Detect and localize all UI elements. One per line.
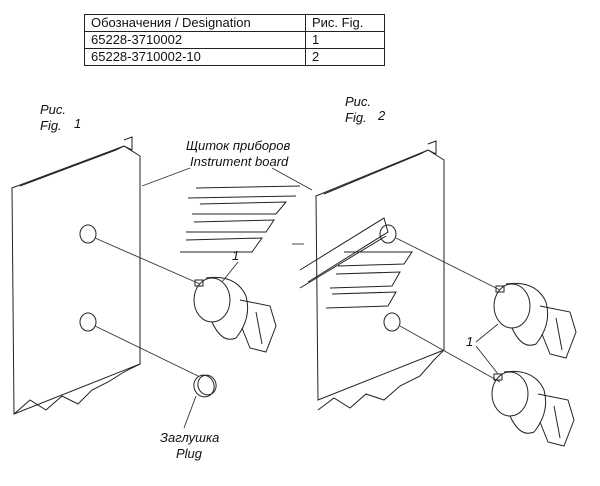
fig1-panel-edge xyxy=(123,136,133,150)
fig1-label-ru: Рис. xyxy=(40,102,66,117)
arrow-graphic xyxy=(180,185,413,309)
instrument-board-label-ru: Щиток приборов xyxy=(186,138,291,153)
fig1-switch-body xyxy=(193,277,231,323)
leader-line xyxy=(141,167,191,187)
projection-line xyxy=(94,237,201,285)
fig1-switch: 1 xyxy=(193,248,277,353)
plug-body xyxy=(193,374,215,398)
fig1-hole-upper xyxy=(79,224,97,244)
projection-line xyxy=(94,325,199,377)
fig2-switch-housing xyxy=(505,282,549,346)
fig1-panel xyxy=(11,136,201,415)
fig2-panel-bevel xyxy=(323,149,437,195)
plug-label-en: Plug xyxy=(176,446,203,461)
fig2-switch-callout-number: 1 xyxy=(466,334,473,349)
fig1-number: 1 xyxy=(74,116,81,131)
designation-table: Обозначения / Designation Рис. Fig. 6522… xyxy=(84,14,385,66)
projection-line xyxy=(395,237,501,291)
plug-label-ru: Заглушка xyxy=(160,430,219,445)
fig2-switch-knob xyxy=(539,305,577,359)
plug: Заглушка Plug xyxy=(160,374,219,461)
fig2-switch-lower xyxy=(491,370,575,447)
fig2-hole-lower xyxy=(383,312,401,332)
fig2-label-ru: Рис. xyxy=(345,94,371,109)
arrow-stripe xyxy=(187,195,297,199)
fig2-switch-upper xyxy=(493,282,577,359)
fig2-panel xyxy=(315,140,501,411)
fig1-label-en: Fig. xyxy=(40,118,62,133)
table-cell-designation: 65228-3710002-10 xyxy=(84,48,306,66)
plug-rim xyxy=(197,374,217,396)
fig2-switch-knob-edge xyxy=(553,405,561,439)
fig1-panel-break xyxy=(13,363,141,415)
leader-line xyxy=(475,345,499,375)
fig2-label: Рис. Fig. 2 xyxy=(345,94,386,125)
fig2-panel-edge xyxy=(427,140,437,154)
arrow-stripe xyxy=(299,217,389,283)
fig2-switch-callout: 1 xyxy=(466,323,499,375)
arrow-stripe xyxy=(186,219,275,233)
projection-line xyxy=(399,325,501,383)
fig2-switch-housing xyxy=(503,370,547,434)
fig1-switch-housing xyxy=(205,276,249,340)
fig2-switch-knob-edge xyxy=(555,317,563,351)
leader-line xyxy=(221,261,239,283)
arrow-stripe xyxy=(299,235,387,289)
table-row: 65228-3710002-10 2 xyxy=(84,48,385,66)
fig2-switch-knob xyxy=(537,393,575,447)
fig2-switch-body xyxy=(493,283,531,329)
fig2-panel-break xyxy=(317,349,445,411)
fig2-hole-upper xyxy=(379,224,397,244)
arrow-stripe xyxy=(192,201,288,215)
fig2-switch-terminal xyxy=(495,285,505,293)
fig2-number: 2 xyxy=(377,108,386,123)
fig1-switch-knob xyxy=(239,299,277,353)
fig1-panel-bevel xyxy=(19,145,133,187)
fig1-panel-face xyxy=(11,145,141,415)
leader-line xyxy=(183,395,197,429)
fig2-switch-body xyxy=(491,371,529,417)
instrument-board-callout: Щиток приборов Instrument board xyxy=(141,138,313,191)
fig1-switch-callout: 1 xyxy=(232,248,239,263)
table-cell-figure: 2 xyxy=(305,48,385,66)
fig1-hole-lower xyxy=(79,312,97,332)
table-header-row: Обозначения / Designation Рис. Fig. xyxy=(84,14,385,32)
arrow-stripe xyxy=(337,251,413,267)
arrow-stripe xyxy=(180,237,263,253)
fig2-label-en: Fig. xyxy=(345,110,367,125)
leader-line xyxy=(271,167,313,191)
arrow-stripe xyxy=(329,271,401,289)
fig1-switch-knob-edge xyxy=(255,311,263,345)
arrow-stripe xyxy=(325,291,397,309)
fig2-panel-face xyxy=(315,149,445,401)
instrument-board-label-en: Instrument board xyxy=(190,154,289,169)
arrow-stripe xyxy=(195,185,301,189)
fig1-switch-terminal xyxy=(194,279,204,287)
fig1-label: Рис. Fig. 1 xyxy=(40,102,81,133)
leader-line xyxy=(475,323,499,343)
